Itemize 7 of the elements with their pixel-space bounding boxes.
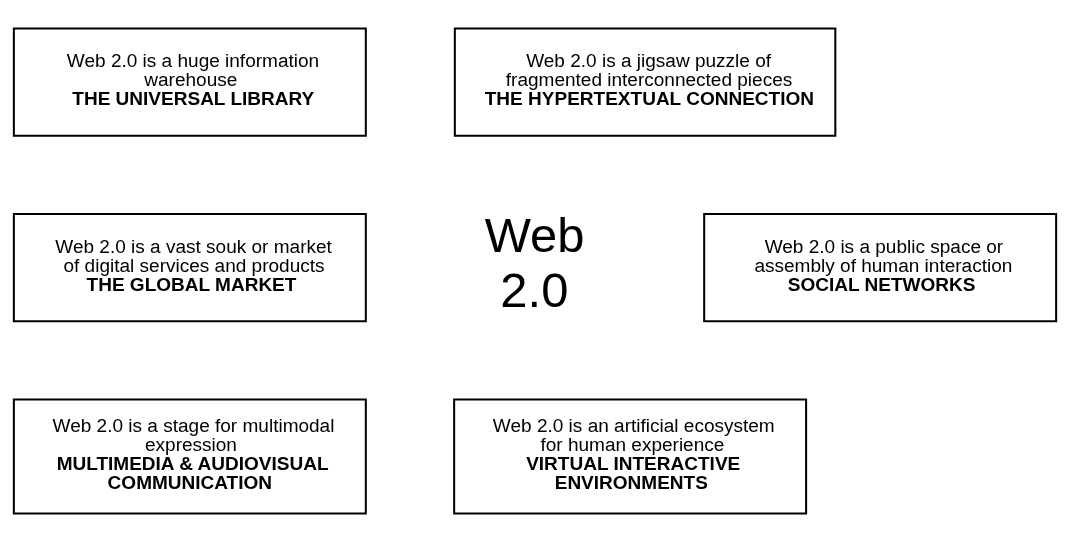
- node-box: Web 2.0 is a stage for multimodal expression MULTIMEDIA & AUDIOVISUAL COMMUNICATION: [12, 397, 367, 515]
- node-box: Web 2.0 is a vast souk or market of digital services and products THE GLOBAL MARKET: [12, 212, 367, 322]
- node-box: Web 2.0 is a public space or assembly of human interaction SOCIAL NETWORKS: [703, 212, 1058, 322]
- node-box: Web 2.0 is a huge information warehouse THE UNIVERSAL LIBRARY: [12, 26, 367, 137]
- node-box: Web 2.0 is a jigsaw puzzle of fragmented interconnected pieces THE HYPERTEXTUAL CONNECTION: [453, 26, 837, 137]
- node-box: Web 2.0 is an artificial ecosystem for human experience VIRTUAL INTERACTIVE ENVIRONMENTS: [453, 397, 808, 515]
- label: Web 2.0: [484, 207, 585, 317]
